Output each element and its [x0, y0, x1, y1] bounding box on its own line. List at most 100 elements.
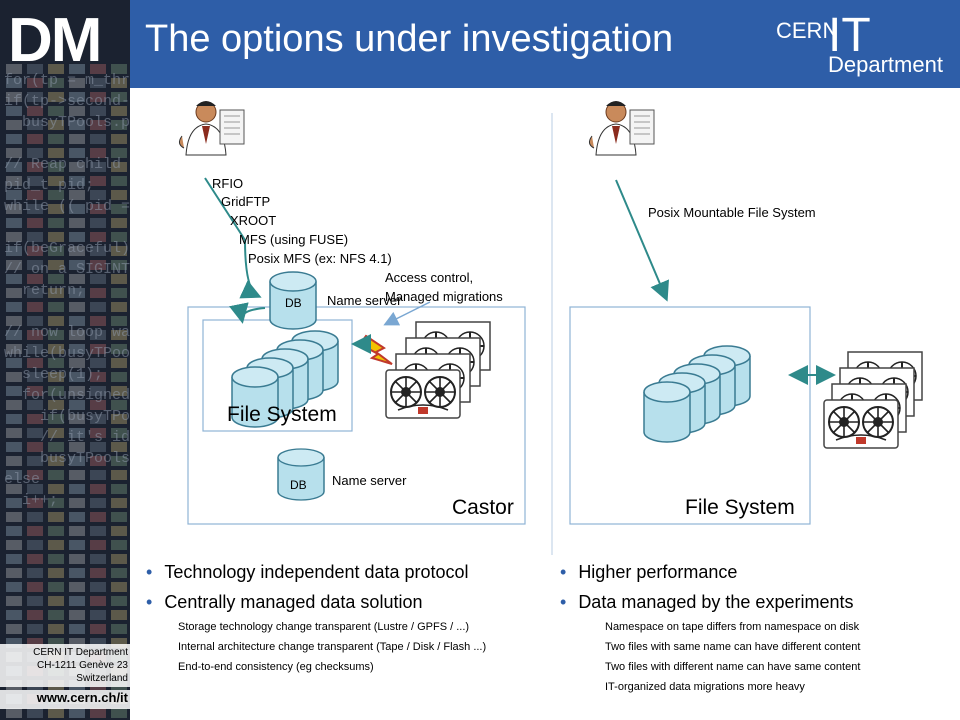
code-line: sleep(1);: [4, 366, 104, 383]
tape-slot: [90, 568, 106, 578]
tape-slot: [27, 498, 43, 508]
tape-slot: [111, 708, 127, 718]
tape-slot: [6, 176, 22, 186]
tape-slot: [90, 232, 106, 242]
tape-slot: [27, 540, 43, 550]
tape-slot: [27, 162, 43, 172]
tape-slot: [69, 428, 85, 438]
code-line: for(unsigned i: [22, 387, 130, 404]
sub-bullet-left-3: End-to-end consistency (eg checksums): [178, 661, 374, 673]
tape-slot: [48, 302, 64, 312]
tape-slot: [90, 638, 106, 648]
tape-slot: [111, 176, 127, 186]
tape-slot: [27, 554, 43, 564]
cern-address: CERN IT Department CH-1211 Genève 23 Swi…: [0, 644, 130, 687]
filesystem-right-box: [569, 306, 811, 525]
tape-slot: [6, 596, 22, 606]
tape-slot: [27, 442, 43, 452]
tape-slot: [90, 400, 106, 410]
tape-slot: [69, 302, 85, 312]
tape-slot: [6, 512, 22, 522]
tape-slot: [69, 176, 85, 186]
tape-slot: [90, 204, 106, 214]
tape-slot: [111, 484, 127, 494]
cern-it-logo: CERN IT Department: [772, 8, 958, 80]
tape-stack-left: [385, 321, 491, 419]
tape-slot: [111, 456, 127, 466]
tape-slot: [48, 148, 64, 158]
tape-slot: [48, 540, 64, 550]
tape-slot: [48, 204, 64, 214]
tape-slot: [48, 106, 64, 116]
tape-slot: [90, 134, 106, 144]
tape-slot: [27, 582, 43, 592]
sub-bullet-left-2: Internal architecture change transparent…: [178, 641, 487, 653]
fs-cylinders-right: [643, 345, 751, 443]
tape-slot: [90, 330, 106, 340]
tape-slot: [6, 442, 22, 452]
tape-slot: [6, 134, 22, 144]
tape-slot: [69, 148, 85, 158]
tape-slot: [6, 64, 22, 74]
bullet-right-1: •Higher performance: [560, 562, 738, 582]
tape-slot: [69, 330, 85, 340]
tape-slot: [111, 358, 127, 368]
tape-slot: [27, 610, 43, 620]
protocol-posix-mfs: Posix MFS (ex: NFS 4.1): [248, 251, 392, 266]
tape-slot: [90, 610, 106, 620]
tape-slot: [48, 162, 64, 172]
tape-slot: [27, 386, 43, 396]
access-control-arrow: [383, 301, 431, 326]
tape-slot: [48, 232, 64, 242]
tape-slot: [90, 120, 106, 130]
db-cylinder-bottom: [277, 448, 325, 501]
tape-slot: [69, 526, 85, 536]
tape-slot: [48, 288, 64, 298]
tape-slot: [69, 358, 85, 368]
logo-cern-text: CERN: [776, 18, 839, 43]
tape-slot: [90, 246, 106, 256]
cern-url-link[interactable]: www.cern.ch/it: [0, 690, 130, 709]
tape-slot: [6, 708, 22, 718]
tape-slot: [6, 302, 22, 312]
bullet-text: Technology independent data protocol: [164, 562, 469, 582]
tape-slot: [111, 526, 127, 536]
tape-slot: [90, 582, 106, 592]
castor-box: [187, 306, 526, 525]
tape-slot: [111, 470, 127, 480]
address-line: Switzerland: [76, 673, 128, 684]
tape-slot: [6, 218, 22, 228]
posix-mountable-label: Posix Mountable File System: [648, 205, 816, 220]
bullet-text: Centrally managed data solution: [164, 592, 423, 612]
bullet-text: Higher performance: [578, 562, 738, 582]
tape-slot: [90, 540, 106, 550]
page-title: The options under investigation: [145, 18, 674, 60]
protocol-xroot: XROOT: [230, 213, 277, 228]
tape-slot: [69, 120, 85, 130]
address-line: CH-1211 Genève 23: [37, 660, 128, 671]
tape-slot: [27, 288, 43, 298]
tape-stack-right: [823, 351, 923, 449]
tape-slot: [27, 596, 43, 606]
sub-bullet-right-4: IT-organized data migrations more heavy: [605, 681, 805, 693]
posix-arrow: [615, 179, 669, 302]
tape-slot: [69, 316, 85, 326]
address-line: CERN IT Department: [33, 647, 128, 658]
tape-slot: [90, 456, 106, 466]
tape-slot: [6, 428, 22, 438]
tape-slot: [69, 372, 85, 382]
tape-slot: [27, 470, 43, 480]
tape-slot: [27, 274, 43, 284]
tape-slot: [111, 218, 127, 228]
tape-slot: [69, 414, 85, 424]
tape-slot: [6, 610, 22, 620]
tape-slot: [6, 400, 22, 410]
tape-slot: [27, 148, 43, 158]
tape-slot: [27, 708, 43, 718]
tape-slot: [69, 92, 85, 102]
tape-slot: [6, 148, 22, 158]
tape-slot: [6, 624, 22, 634]
tape-slot: [69, 190, 85, 200]
tape-slot: [6, 582, 22, 592]
tape-slot: [27, 246, 43, 256]
